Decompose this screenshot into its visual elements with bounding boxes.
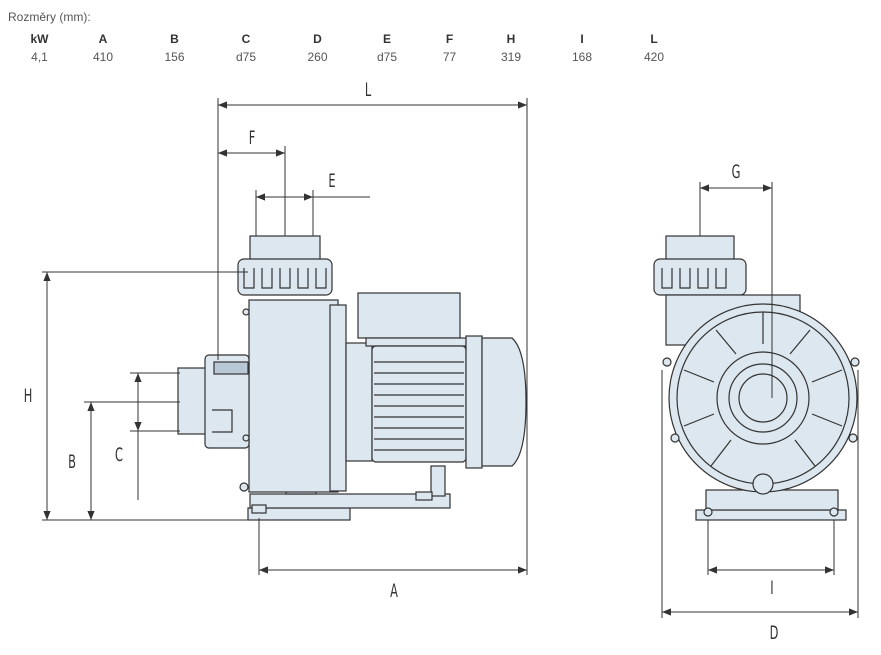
inlet-union — [204, 354, 250, 449]
header-f: F — [445, 32, 454, 46]
label-l: L — [365, 78, 372, 101]
drain-plug — [239, 482, 249, 492]
header-kw: kW — [30, 32, 49, 46]
pump-housing — [248, 299, 339, 493]
label-a: A — [390, 579, 398, 602]
housing-bolt — [242, 308, 250, 316]
base-bolt-left — [251, 504, 267, 514]
value-i: 168 — [571, 50, 593, 64]
inlet-union-thread — [213, 361, 249, 375]
dimensions-caption: Rozměry (mm): — [8, 10, 91, 24]
housing-flange — [329, 304, 347, 492]
value-e: d75 — [376, 50, 398, 64]
label-i: I — [770, 576, 773, 599]
front-foot-bolt — [703, 507, 713, 517]
front-union-ridges — [661, 268, 727, 289]
value-kw: 4,1 — [31, 50, 48, 64]
label-h: H — [24, 384, 33, 407]
header-a: A — [98, 32, 108, 46]
front-outlet-pipe — [665, 235, 735, 263]
front-bolt — [670, 433, 680, 443]
front-base-plate — [695, 509, 847, 521]
header-d: D — [313, 32, 322, 46]
dimension-lines — [42, 98, 859, 618]
value-b: 156 — [164, 50, 185, 64]
housing-bolt — [242, 434, 250, 442]
pump-side-view — [177, 235, 527, 521]
front-bolt — [850, 357, 860, 367]
dimensions-value-row: 4,1 410 156 d75 260 d75 77 319 168 420 — [12, 48, 688, 66]
value-h: 319 — [500, 50, 522, 64]
inlet-port-outer — [716, 351, 810, 445]
inlet-union-ridge — [212, 409, 233, 433]
base-bolt-right — [415, 491, 433, 501]
terminal-box — [357, 292, 461, 339]
pump-front-view — [653, 235, 860, 521]
value-a: 410 — [92, 50, 114, 64]
value-c: d75 — [235, 50, 257, 64]
value-l: 420 — [643, 50, 665, 64]
terminal-box-base — [365, 337, 467, 347]
front-bolt — [848, 433, 858, 443]
drain-cap — [752, 473, 774, 495]
motor-body — [371, 345, 467, 463]
dimensions-table: kW A B C D E F H I L 4,1 410 156 d75 260… — [12, 30, 688, 66]
pump-coupling — [345, 342, 373, 462]
motor-cooling-fins — [374, 361, 464, 451]
front-foot-bolt — [829, 507, 839, 517]
inlet-port-inner — [728, 363, 798, 433]
front-base-support — [705, 489, 839, 511]
header-i: I — [580, 32, 584, 46]
header-c: C — [241, 32, 251, 46]
label-f: F — [249, 126, 256, 149]
front-housing-ribs — [683, 312, 843, 467]
motor-endcap — [465, 335, 483, 469]
front-bolt — [662, 357, 672, 367]
outlet-pipe — [249, 235, 321, 263]
header-b: B — [170, 32, 179, 46]
header-e: E — [382, 32, 391, 46]
label-b: B — [68, 450, 76, 473]
fan-cover — [481, 337, 527, 467]
outlet-union-nut — [237, 258, 333, 296]
rear-foot — [430, 465, 446, 497]
label-e: E — [328, 169, 335, 192]
header-l: L — [650, 32, 658, 46]
outlet-union-ridges — [243, 268, 327, 289]
inlet-port-bore — [738, 373, 788, 423]
dimensions-header-row: kW A B C D E F H I L — [12, 30, 688, 48]
label-d: D — [770, 621, 779, 644]
value-f: 77 — [442, 50, 457, 64]
front-outlet-union — [653, 258, 747, 296]
label-c: C — [115, 443, 123, 466]
header-h: H — [506, 32, 516, 46]
value-d: 260 — [307, 50, 328, 64]
base-plate — [249, 493, 451, 509]
label-g: G — [732, 160, 741, 183]
